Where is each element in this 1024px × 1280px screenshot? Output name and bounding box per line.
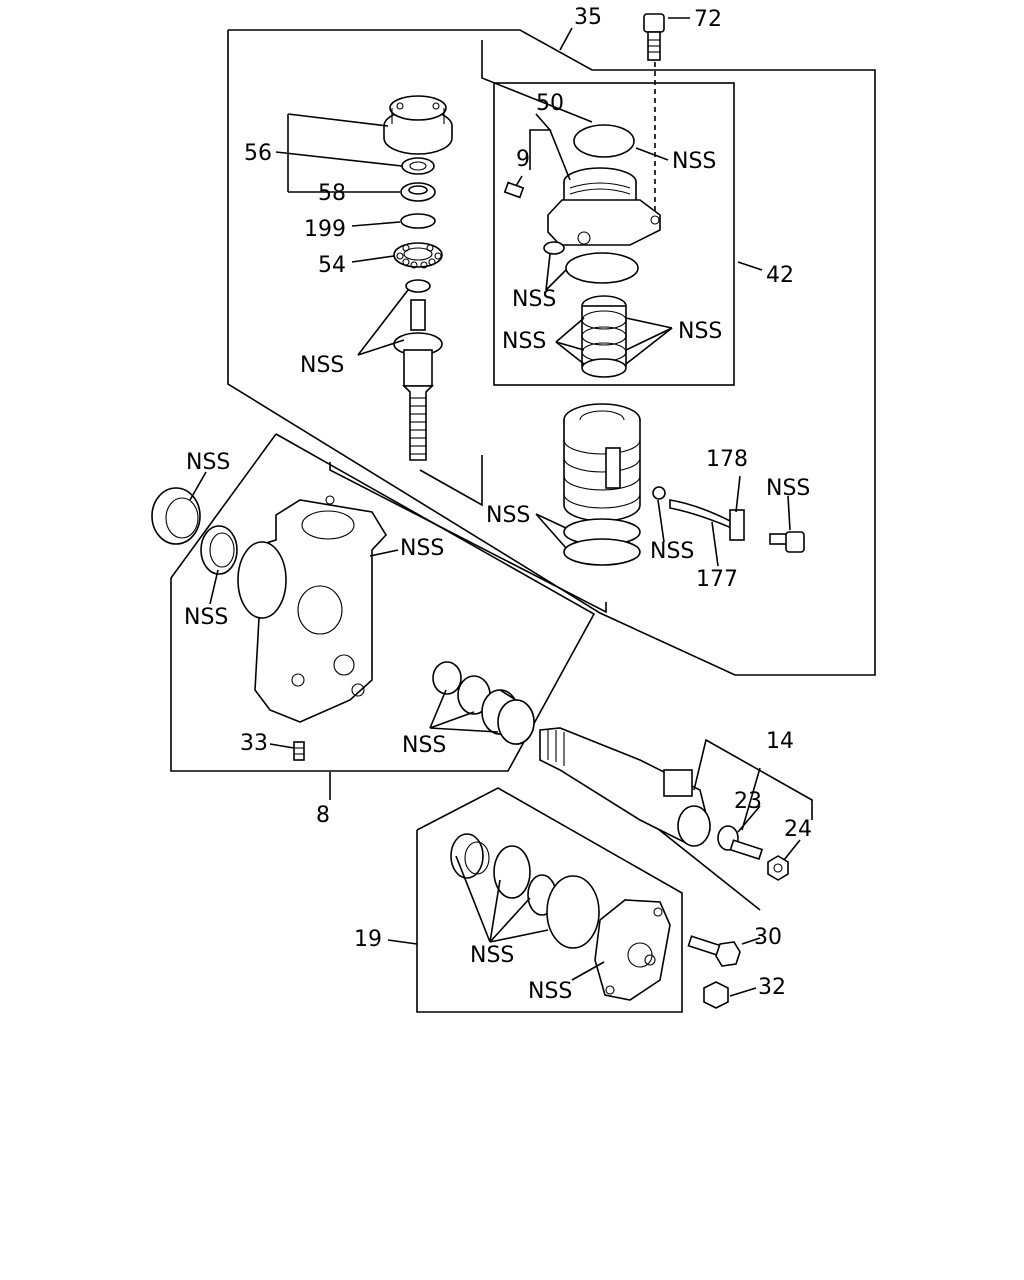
callout-33: 33 [240, 731, 268, 756]
valve-housing-50 [547, 167, 661, 246]
group-8-outline [170, 433, 596, 772]
gasket-nss-19 [546, 875, 600, 949]
callout-72: 72 [694, 7, 722, 32]
group-42-outline [493, 82, 735, 386]
callout-nss: NSS [470, 943, 514, 968]
separator-line-2 [329, 462, 607, 614]
seal-rings-nss [581, 295, 627, 378]
callout-30: 30 [754, 925, 782, 950]
bearing-nss-19 [450, 833, 490, 879]
callout-199: 199 [304, 217, 346, 242]
group-35-outline [227, 29, 876, 676]
rack-piston [563, 403, 641, 522]
o-ring-nss-small [543, 241, 565, 255]
ball-guide-177 [669, 499, 737, 532]
set-screw-9 [503, 181, 525, 199]
seal-56 [401, 157, 435, 175]
ring-nss-1 [432, 661, 462, 695]
seal-ring-nss-b [563, 538, 641, 566]
callout-nss: NSS [402, 733, 446, 758]
callout-nss: NSS [672, 149, 716, 174]
callout-24: 24 [784, 817, 812, 842]
seal-nss-left [200, 525, 238, 575]
callout-nss: NSS [300, 353, 344, 378]
callout-177: 177 [696, 567, 738, 592]
screw-nss-right [769, 531, 805, 553]
callout-58: 58 [318, 181, 346, 206]
callout-8: 8 [316, 803, 330, 828]
callout-nss: NSS [528, 979, 572, 1004]
plug-33 [293, 741, 305, 761]
separator-line [481, 40, 593, 123]
boot-nss [151, 487, 201, 545]
callout-178: 178 [706, 447, 748, 472]
bolt-72 [643, 13, 665, 220]
clamp-178 [729, 509, 745, 541]
callout-nss: NSS [650, 539, 694, 564]
callout-14: 14 [766, 729, 794, 754]
gear-housing-8 [237, 495, 387, 723]
sector-shaft-14 [539, 727, 711, 847]
ring-199 [400, 213, 436, 229]
worm-shaft [393, 299, 443, 461]
callout-19: 19 [354, 927, 382, 952]
screw-23 [717, 825, 764, 861]
callout-nss: NSS [486, 503, 530, 528]
o-ring-nss-top [573, 124, 635, 158]
callout-nss: NSS [502, 329, 546, 354]
callout-nss: NSS [186, 450, 230, 475]
callout-nss: NSS [512, 287, 556, 312]
group-19-outline [416, 787, 683, 1013]
callout-54: 54 [318, 253, 346, 278]
callout-9: 9 [516, 147, 530, 172]
bearing-58 [400, 182, 436, 202]
nut-24 [767, 855, 789, 881]
callout-32: 32 [758, 975, 786, 1000]
callout-23: 23 [734, 789, 762, 814]
bearing-54 [393, 242, 443, 269]
ball-nss [652, 486, 666, 500]
leader-lines [189, 17, 813, 997]
callout-50: 50 [536, 91, 564, 116]
callout-nss: NSS [678, 319, 722, 344]
callout-35: 35 [574, 5, 602, 30]
bolt-30 [687, 935, 741, 967]
nut-32 [703, 981, 729, 1009]
callout-56: 56 [244, 141, 272, 166]
callout-nss: NSS [766, 476, 810, 501]
gasket-nss [565, 252, 639, 284]
o-ring-nss-upper [405, 279, 431, 293]
callout-nss: NSS [184, 605, 228, 630]
callout-nss: NSS [400, 536, 444, 561]
needle-bearing-nss [481, 689, 535, 745]
adjuster-plug-56 [383, 95, 453, 155]
separator-line-3 [419, 455, 483, 507]
side-cover-19 [594, 899, 671, 1001]
callout-42: 42 [766, 263, 794, 288]
seal-nss-19a [493, 845, 531, 899]
